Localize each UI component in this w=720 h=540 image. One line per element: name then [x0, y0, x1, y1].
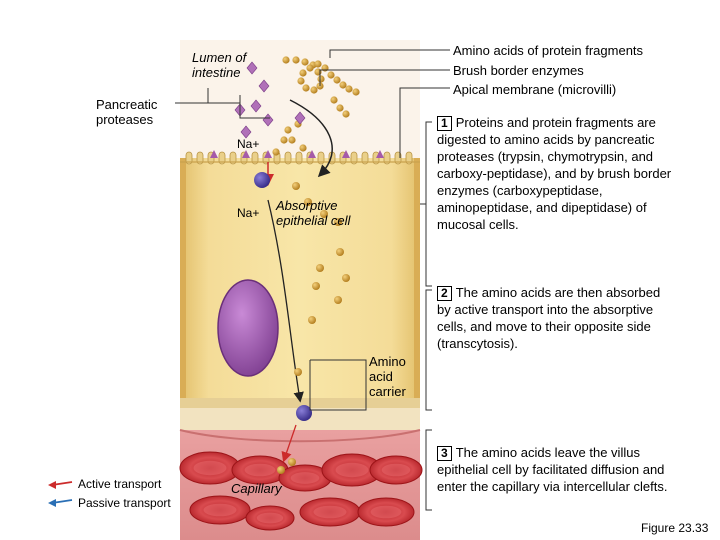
step-2-text: The amino acids are then absorbed by act…: [437, 285, 661, 351]
leader-lines: [175, 49, 450, 511]
amino-acid-carrier-label: Amino acid carrier: [369, 354, 406, 399]
na-label-bottom: Na+: [237, 206, 260, 220]
free-amino-acids: [277, 182, 350, 474]
transcytosis-arrow: [267, 199, 304, 403]
nucleus: [217, 279, 279, 377]
epithelial-cells: [180, 158, 420, 430]
lumen-region: [180, 40, 420, 160]
apical-membrane-label: Apical membrane (microvilli): [453, 82, 617, 97]
legend-active-transport: Active transport: [78, 477, 162, 491]
na-label-top: Na+: [237, 137, 260, 151]
amino-acid-carrier-protein: [296, 405, 312, 421]
amino-fragments-label: Amino acids of protein fragments: [453, 43, 644, 58]
brush-border-label: Brush border enzymes: [453, 63, 584, 78]
microvilli: [180, 150, 420, 165]
legend-arrows: [48, 481, 73, 507]
carrier-arrow: [281, 424, 297, 463]
step-3-text: The amino acids leave the villus epithel…: [437, 445, 668, 494]
legend-passive-transport: Passive transport: [78, 496, 171, 510]
step-2-number: 2: [437, 286, 452, 301]
step-3-number: 3: [437, 446, 452, 461]
lumen-arrow: [289, 99, 333, 178]
figure-number: Figure 23.33: [641, 521, 709, 535]
step-1-text: Proteins and protein fragments are diges…: [437, 115, 672, 232]
protease-shapes: [234, 61, 306, 139]
pancreatic-proteases-label: Pancreatic proteases: [96, 97, 158, 127]
red-blood-cells: [179, 451, 423, 531]
step-1-number: 1: [437, 116, 452, 131]
absorptive-cell-label: Absorptive epithelial cell: [276, 198, 351, 228]
na-transporter: [254, 172, 270, 188]
lumen-label: Lumen of intestine: [192, 50, 247, 80]
capillary-label: Capillary: [231, 481, 282, 496]
